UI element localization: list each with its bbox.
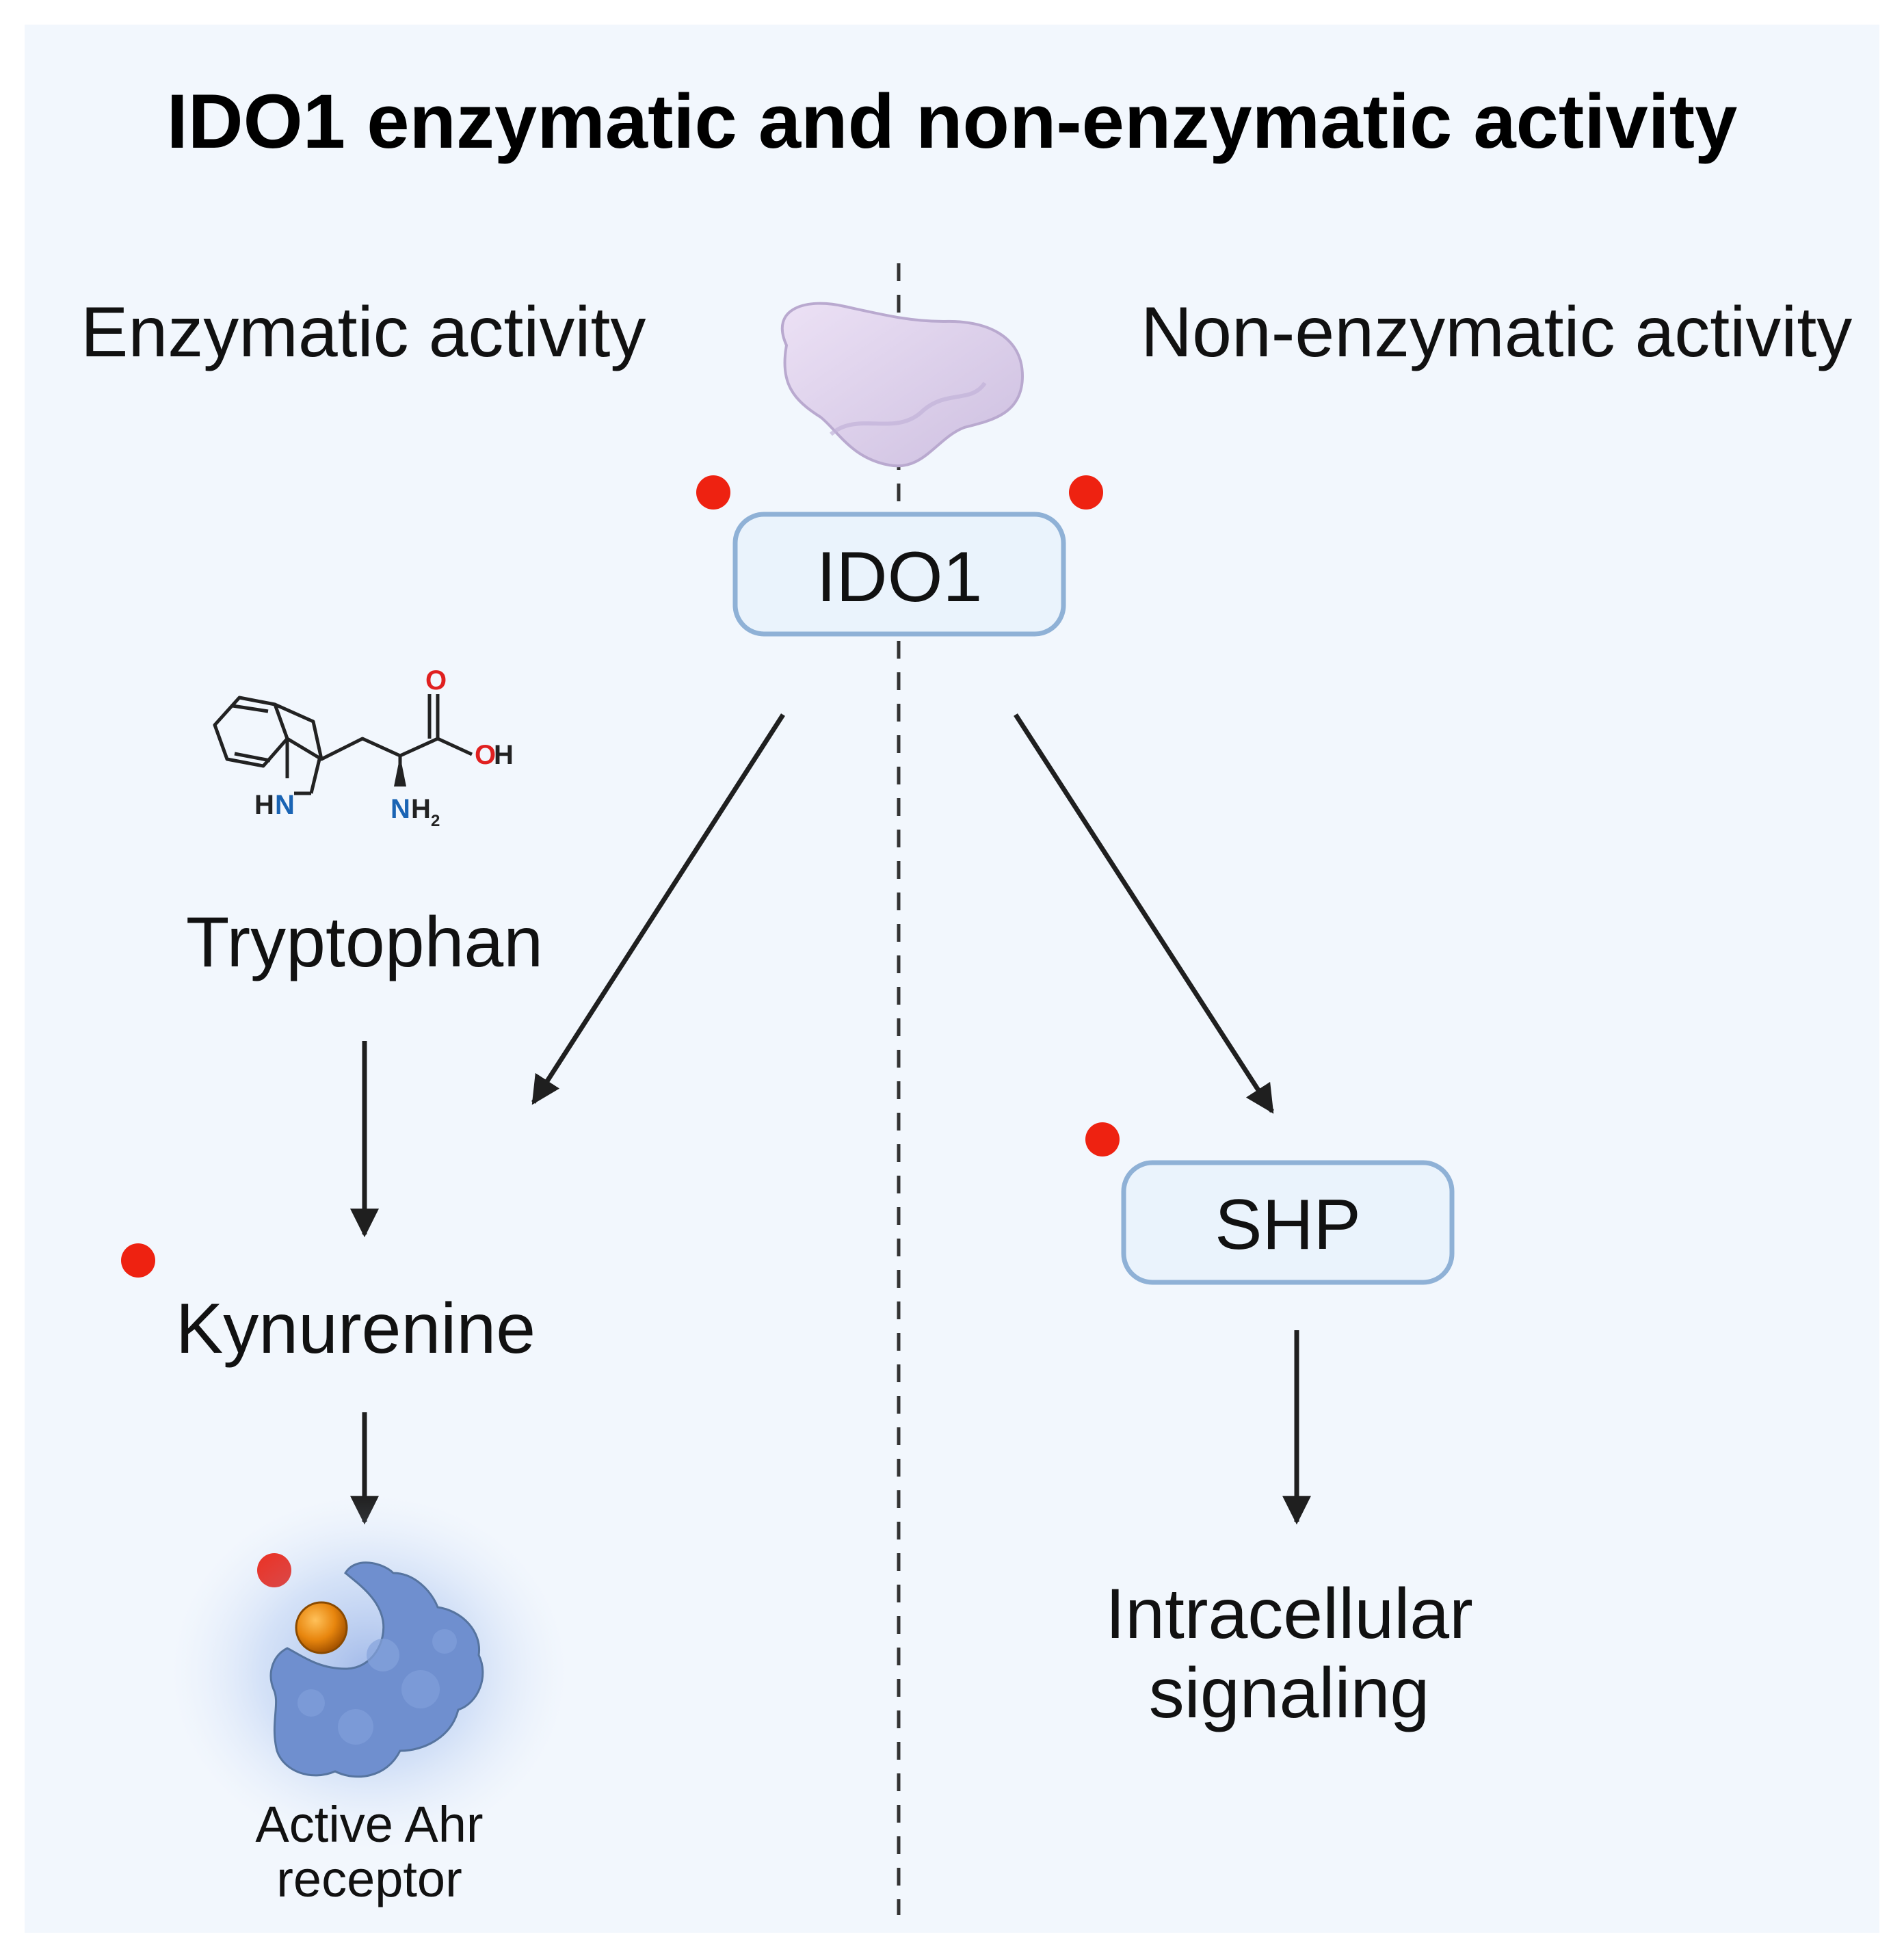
signaling-label-line1: Intracellular — [1105, 1574, 1473, 1654]
ahr-receptor-icon — [171, 1494, 568, 1850]
atom-hn-n: N — [275, 790, 295, 820]
atom-nh2-n: N — [391, 794, 410, 824]
diagram-title: IDO1 enzymatic and non-enzymatic activit… — [166, 79, 1738, 164]
wedge-bond — [394, 756, 406, 787]
ido1-protein-icon — [780, 302, 1024, 468]
atom-oxygen: O — [425, 665, 447, 696]
ligand-icon — [295, 1601, 348, 1654]
intracellular-signaling-label: Intracellular signaling — [1084, 1574, 1494, 1734]
marker-dot-icon — [696, 475, 730, 510]
ahr-receptor-label: Active Ahr receptor — [198, 1797, 540, 1907]
kynurenine-label: Kynurenine — [175, 1289, 536, 1369]
ahr-receptor-label-line2: receptor — [276, 1850, 462, 1907]
ido1-label: IDO1 — [816, 538, 983, 617]
section-enzymatic-label: Enzymatic activity — [81, 293, 646, 372]
ahr-receptor-label-line1: Active Ahr — [255, 1796, 484, 1853]
marker-dot-icon — [121, 1243, 155, 1278]
shp-box — [1121, 1160, 1455, 1285]
shp-label: SHP — [1215, 1185, 1361, 1265]
section-non-enzymatic-label: Non-enzymatic activity — [1141, 293, 1853, 372]
marker-dot-icon — [1069, 475, 1103, 510]
tryptophan-molecule-icon — [213, 694, 473, 795]
arrow-ido1-to-kynurenine — [531, 713, 785, 1105]
arrow-ido1-to-shp — [1014, 713, 1274, 1114]
atom-nh2-h: H — [411, 794, 431, 824]
tryptophan-label: Tryptophan — [185, 903, 544, 982]
signaling-label-line2: signaling — [1148, 1654, 1430, 1734]
atom-hydroxyl-h: H — [494, 740, 514, 770]
ido1-box — [732, 512, 1066, 637]
marker-dot-icon — [1085, 1122, 1120, 1156]
atom-hydroxyl-o: O — [475, 740, 496, 770]
atom-hn-h: H — [254, 790, 274, 820]
atom-nh2-sub: 2 — [431, 812, 440, 830]
